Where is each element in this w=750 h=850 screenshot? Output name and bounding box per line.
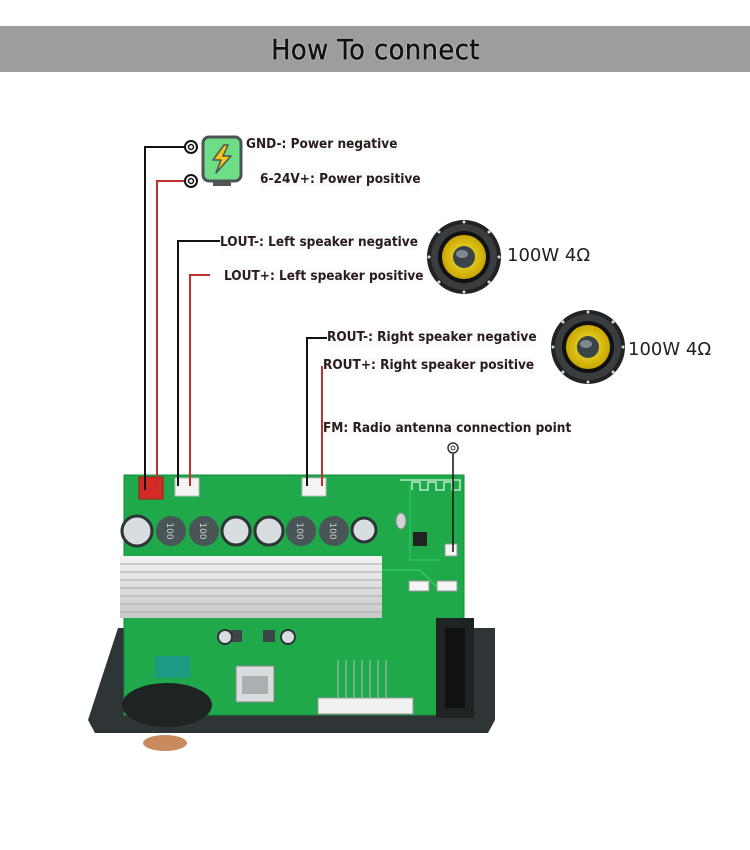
bluetooth-chip bbox=[413, 532, 427, 546]
lout-neg-wire bbox=[177, 240, 230, 486]
right-speaker-icon bbox=[551, 310, 625, 384]
left-speaker-spec: 100W 4Ω bbox=[507, 245, 591, 266]
crystal bbox=[395, 512, 407, 530]
fm-antenna-terminal bbox=[447, 442, 459, 454]
power-connector bbox=[138, 476, 164, 500]
vcc-terminal bbox=[184, 174, 198, 188]
power-supply-icon bbox=[201, 135, 243, 186]
svg-text:100: 100 bbox=[327, 522, 337, 539]
amplifier-board: 100 100 100 100 bbox=[88, 474, 495, 751]
gnd-label: GND-: Power negative bbox=[246, 136, 398, 152]
lout-neg-label: LOUT-: Left speaker negative bbox=[220, 234, 418, 250]
rout-pos-label: ROUT+: Right speaker positive bbox=[323, 357, 535, 373]
rout-neg-wire bbox=[306, 337, 328, 486]
capacitor bbox=[220, 515, 252, 547]
svg-text:100: 100 bbox=[197, 522, 207, 539]
inductor: 100 bbox=[319, 516, 349, 546]
gnd-terminal bbox=[184, 140, 198, 154]
volume-knob bbox=[122, 683, 212, 727]
gnd-wire bbox=[144, 146, 190, 490]
page-title: How To connect bbox=[270, 32, 480, 66]
ribbon-connector bbox=[317, 697, 414, 715]
vcc-wire bbox=[156, 180, 190, 490]
capacitor bbox=[253, 515, 285, 547]
inductor: 100 bbox=[156, 516, 186, 546]
capacitor bbox=[120, 514, 154, 548]
capacitor bbox=[350, 516, 378, 544]
green-relay bbox=[155, 656, 190, 678]
right-speaker-spec: 100W 4Ω bbox=[628, 339, 712, 360]
vcc-label: 6-24V+: Power positive bbox=[260, 171, 421, 187]
title-banner: How To connect bbox=[0, 26, 750, 72]
left-speaker-icon bbox=[427, 220, 501, 294]
rout-neg-label: ROUT-: Right speaker negative bbox=[327, 329, 537, 345]
knob-shaft bbox=[143, 735, 187, 751]
inductor: 100 bbox=[286, 516, 316, 546]
left-speaker-connector bbox=[174, 477, 200, 497]
fm-label: FM: Radio antenna connection point bbox=[323, 420, 572, 436]
heatsink bbox=[120, 556, 382, 618]
svg-text:100: 100 bbox=[164, 522, 174, 539]
lout-pos-wire bbox=[189, 274, 210, 486]
inductor: 100 bbox=[189, 516, 219, 546]
svg-text:100: 100 bbox=[294, 522, 304, 539]
lout-pos-label: LOUT+: Left speaker positive bbox=[224, 268, 424, 284]
